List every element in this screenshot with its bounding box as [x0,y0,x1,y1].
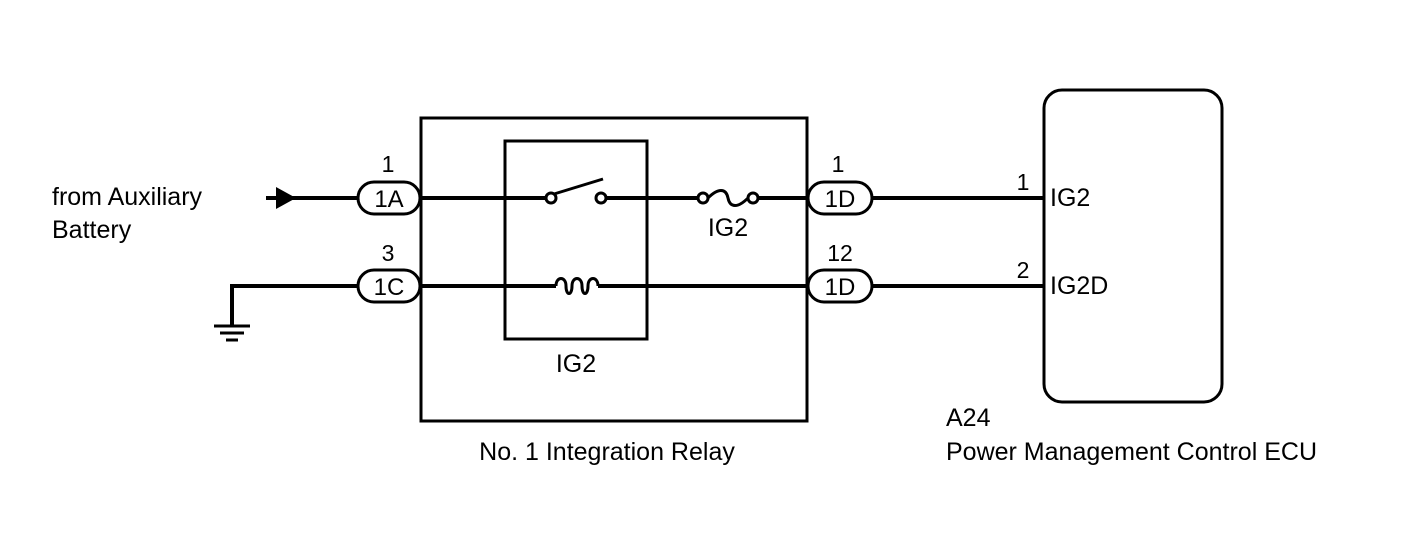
connector-1c-pin: 3 [382,240,395,266]
ecu-code: A24 [946,404,991,432]
connector-1d-bottom-pin: 12 [827,240,853,266]
ecu-name: Power Management Control ECU [946,438,1317,466]
integration-relay-name: No. 1 Integration Relay [479,438,735,466]
ground-icon [214,284,360,342]
relay-coil-icon [554,277,600,295]
connector-1d-top: 1D [806,180,874,216]
ecu-terminal-name: IG2 [1050,184,1090,212]
source-label-line2: Battery [52,216,132,244]
fuse-label: IG2 [708,214,748,242]
integration-relay-box [419,116,809,423]
ecu-terminal-pin: 2 [1017,257,1030,283]
connector-1a: 1A [356,180,422,216]
ecu-terminal-pin: 1 [1017,169,1030,195]
connector-1a-pin: 1 [382,151,395,177]
ecu-box [1042,88,1224,404]
connector-1d-bottom: 1D [806,268,874,304]
relay-switch-icon [544,177,608,205]
fuse-icon [696,189,760,207]
ecu-terminal-name: IG2D [1050,272,1108,300]
connector-1c-code: 1C [374,274,405,301]
connector-1d-top-pin: 1 [832,151,845,177]
connector-1d-bottom-code: 1D [825,274,856,301]
ig2-relay-box [503,139,649,341]
ig2-relay-label: IG2 [556,350,596,378]
connector-1a-code: 1A [374,186,403,213]
connector-1c: 1C [356,268,422,304]
connector-1d-top-code: 1D [825,186,856,213]
source-label-line1: from Auxiliary [52,183,203,211]
